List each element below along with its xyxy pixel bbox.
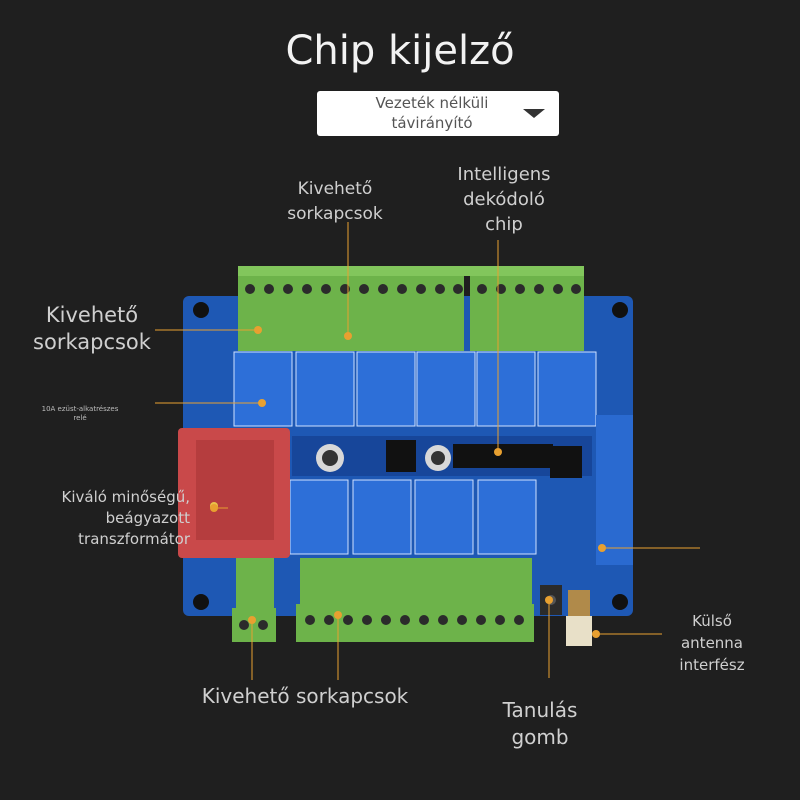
bottom-terminal-block — [232, 558, 534, 642]
antenna-connector-icon — [568, 590, 590, 616]
relay-row-bottom — [289, 479, 537, 555]
rf-module — [596, 415, 633, 565]
dropdown-selected-value: Vezeték nélküli távirányító — [375, 94, 489, 132]
chevron-down-icon — [523, 109, 545, 118]
mount-hole-icon — [612, 302, 628, 318]
label-transformer: Kiváló minőségű, beágyazott transzformát… — [61, 488, 191, 548]
label-antenna: Külső antenna interfész — [679, 612, 745, 674]
leader-lines — [155, 222, 700, 680]
label-terminals-left: Kivehető sorkapcsok — [33, 303, 151, 354]
label-decoder-chip: Intelligens dekódoló chip — [457, 164, 551, 235]
decoder-chip-icon — [453, 444, 553, 468]
mount-hole-icon — [193, 302, 209, 318]
mcu-chip-icon — [550, 446, 582, 478]
label-learn-button: Tanulás gomb — [502, 698, 578, 749]
label-relay-note: 10A ezüst-alkatrészes relé — [41, 405, 119, 422]
label-terminals-top: Kivehető sorkapcsok — [287, 179, 383, 224]
transformer-icon — [178, 428, 290, 558]
relay-row-top — [233, 351, 597, 427]
remote-dropdown[interactable]: Vezeték nélküli távirányító — [317, 91, 559, 136]
top-terminal-block — [238, 266, 584, 351]
mount-hole-icon — [612, 594, 628, 610]
page-title: Chip kijelző — [285, 28, 515, 74]
label-terminals-bottom: Kivehető sorkapcsok — [201, 684, 409, 708]
inductor-icon — [386, 440, 416, 472]
mount-hole-icon — [193, 594, 209, 610]
